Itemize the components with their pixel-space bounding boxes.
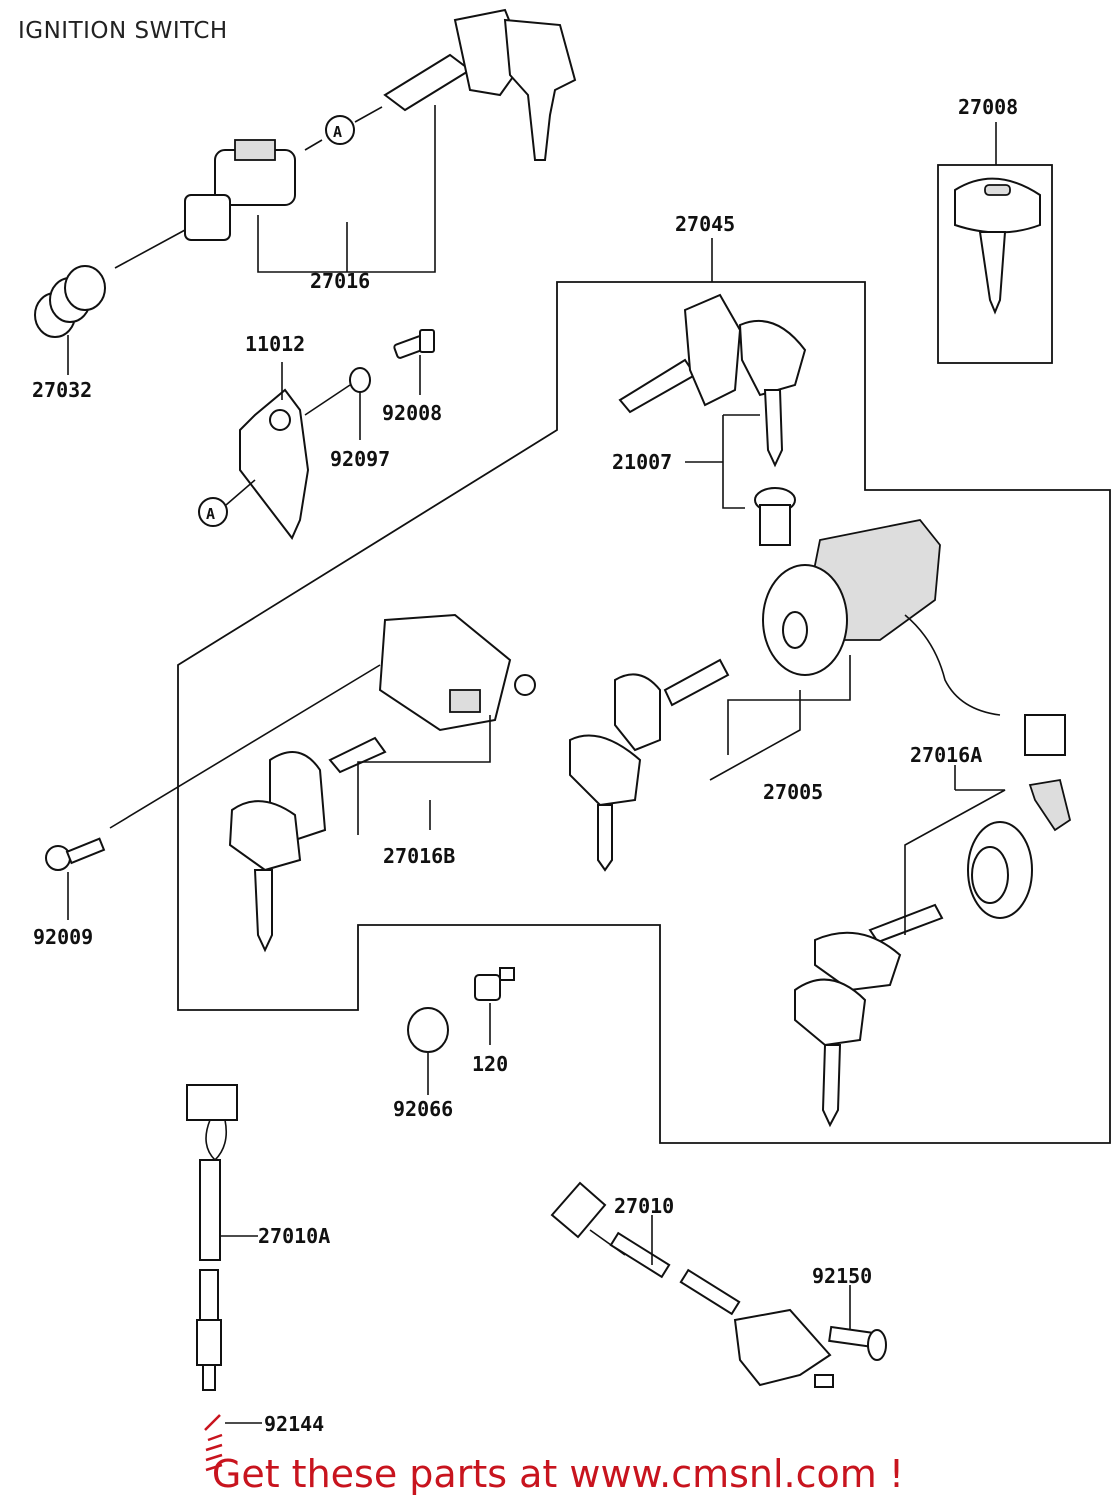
callout-a-plate-letter: A [206,505,215,523]
callout-a-top [325,115,355,145]
spring-27032 [34,265,106,338]
label-21007: 21007 [612,450,672,474]
callout-a-plate [198,497,228,527]
label-27008: 27008 [958,95,1018,119]
screw-92150 [828,1325,887,1361]
label-92008: 92008 [382,401,442,425]
key-pair-top [383,8,577,161]
footer-link[interactable]: Get these parts at www.cmsnl.com ! [211,1452,905,1496]
callout-a-top-letter: A [333,123,342,141]
label-92150: 92150 [812,1264,872,1288]
label-92009: 92009 [33,925,93,949]
ignition-switch-27005 [762,519,1066,756]
label-120: 120 [472,1052,508,1076]
box-27008 [937,164,1053,364]
label-27032: 27032 [32,378,92,402]
key-pair-left [228,736,387,953]
key-pair-21007 [618,293,807,468]
label-27016A: 27016A [910,743,982,767]
seat-lock-27016B [378,613,536,732]
label-92144: 92144 [264,1412,324,1436]
label-92066: 92066 [393,1097,453,1121]
plug-21007 [754,487,796,546]
lock-cylinder-27016 [114,139,296,269]
label-27016B: 27016B [383,844,455,868]
switch-27010A [186,1084,238,1391]
nut-120 [474,967,515,1001]
diagram-title: IGNITION SWITCH [18,18,228,44]
switch-27010 [550,1181,834,1388]
label-27010: 27010 [614,1194,674,1218]
label-27010A: 27010A [258,1224,330,1248]
label-92097: 92097 [330,447,390,471]
label-27045: 27045 [675,212,735,236]
label-27016: 27016 [310,269,370,293]
bolt-92008 [393,329,435,359]
label-27005: 27005 [763,780,823,804]
washer-92097 [349,367,371,393]
seat-lock-27016A [967,778,1072,919]
spring-92144 [204,1414,223,1472]
cap-92066 [407,1007,449,1053]
key-27008 [954,177,1041,315]
bolt-92009 [45,837,106,871]
label-11012: 11012 [245,332,305,356]
key-pair-right [794,903,944,1128]
box-27045 [177,281,1111,1144]
plate-11012 [239,388,310,540]
key-pair-center [569,658,730,872]
